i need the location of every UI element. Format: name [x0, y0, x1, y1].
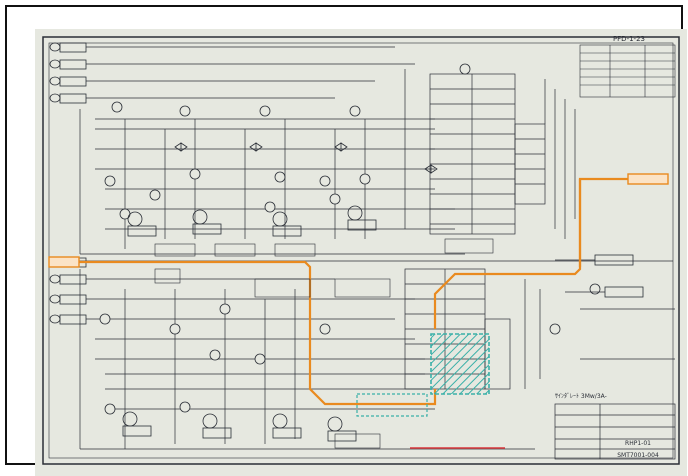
dashed-region [356, 393, 428, 417]
title-block [554, 403, 676, 460]
instrument-bubble [349, 105, 361, 117]
highlight-tag-right [627, 173, 669, 185]
instrument-bubble [359, 173, 371, 185]
instrument-bubble [179, 401, 191, 413]
instrument-bubbles-upper [104, 63, 471, 220]
highlighted-flow-line [75, 177, 630, 406]
bottom-tag: RHP1-01 [625, 440, 651, 447]
instrument-bubble [189, 168, 201, 180]
instrument-bubble [589, 283, 601, 295]
instrument-bubble [329, 193, 341, 205]
instrument-bubble [219, 303, 231, 315]
instrument-bubble [209, 349, 221, 361]
instrument-bubble [111, 101, 123, 113]
instrument-bubble [254, 353, 266, 365]
instrument-bubble [259, 105, 271, 117]
instrument-bubble [319, 323, 331, 335]
pumps-lower [122, 411, 357, 442]
instrument-bubble [169, 323, 181, 335]
paper-background [35, 29, 687, 476]
process-lines-lower [79, 269, 535, 450]
outlet-tags-right [555, 254, 675, 360]
highlight-tags [48, 173, 669, 268]
inlet-lines-top [86, 46, 415, 99]
valves-upper [174, 142, 438, 174]
instrument-bubble [549, 323, 561, 335]
legend-table [579, 44, 676, 98]
instrument-bubble [104, 403, 116, 415]
instrument-bubble [149, 189, 161, 201]
upper-exchanger [429, 73, 576, 239]
instrument-bubbles-lower [99, 283, 601, 415]
stamp-text: SMT7001-004 [617, 452, 659, 459]
sheet-code: PFD-1-23 [613, 35, 645, 43]
instrument-bubble [104, 175, 116, 187]
instrument-bubble [274, 171, 286, 183]
inlet-tags-top [49, 42, 87, 104]
highlight-tag-left [48, 256, 80, 268]
instrument-bubble [319, 175, 331, 187]
instrument-bubble [179, 105, 191, 117]
pumps-upper [127, 205, 377, 237]
hatched-region [430, 333, 490, 395]
scale-note: ｻｲﾝﾀﾞﾚｰﾄ 3Mw/3A- [555, 393, 607, 400]
drawing-border [42, 36, 680, 465]
image-frame: PFD-1-23 [5, 5, 687, 476]
instrument-bubble [459, 63, 471, 75]
instrument-bubble [264, 201, 276, 213]
drawing-sheet: PFD-1-23 [35, 29, 687, 476]
instrument-bubble [99, 313, 111, 325]
inner-border [48, 42, 674, 459]
equipment-boxes [154, 238, 494, 449]
